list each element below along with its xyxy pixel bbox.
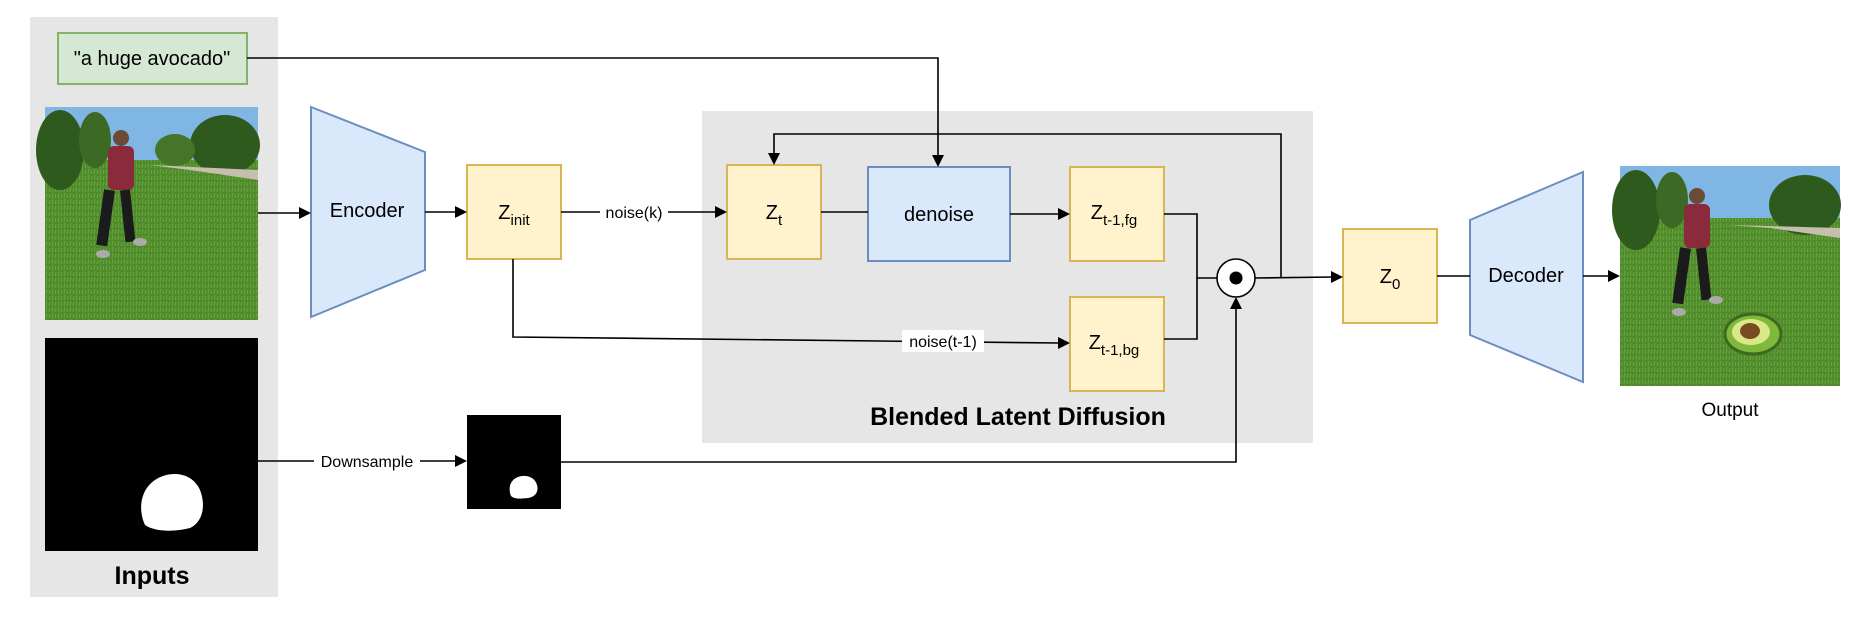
decoder-label: Decoder (1488, 265, 1564, 287)
prompt-box: "a huge avocado" (57, 32, 248, 85)
edge-zinit-zt-arrowhead (715, 206, 727, 218)
zt1bg-sub: t-1,bg (1101, 342, 1139, 359)
edge-encoder-zinit-arrowhead (455, 206, 467, 218)
bld-title: Blended Latent Diffusion (870, 403, 1166, 431)
input-mask (45, 338, 258, 551)
denoise-box: denoise (867, 166, 1011, 262)
edge-bg-blend (1164, 278, 1198, 340)
edge-mask-blend (561, 307, 1237, 463)
z0-sub: 0 (1392, 276, 1400, 293)
denoise-label: denoise (904, 204, 974, 226)
zt1fg-sub: t-1,fg (1103, 212, 1137, 229)
z0-base: Z (1380, 266, 1392, 288)
edge-denoise-zt1fg-arrowhead (1058, 208, 1070, 220)
downsample-label-bg (314, 450, 420, 472)
output-photo (1612, 166, 1841, 386)
noise-k-label: noise(k) (606, 205, 663, 222)
edge-zinit-zt1bg (512, 259, 1061, 344)
edge-blend-z0-arrowhead (1331, 271, 1343, 283)
decoder-block: Decoder (1469, 170, 1584, 384)
zinit-sub: init (511, 212, 531, 229)
zt1bg-base: Z (1089, 332, 1101, 354)
edge-decoder-output-arrowhead (1608, 270, 1620, 282)
edge-blend-z0 (1254, 276, 1334, 279)
downsample-label: Downsample (321, 454, 414, 471)
svg-text:Zinit: Zinit (498, 202, 530, 229)
noise-t1-label: noise(t-1) (909, 334, 977, 351)
edge-fg-blend (1164, 213, 1217, 279)
edge-prompt-denoise (247, 57, 939, 157)
noise-k-label-bg (600, 201, 668, 223)
zt-box: Zt (726, 164, 822, 260)
downsampled-mask (467, 415, 561, 509)
svg-text:Zt-1,bg: Zt-1,bg (1089, 332, 1140, 359)
edge-prompt-denoise-arrowhead (932, 155, 944, 167)
edge-mask-blend-arrowhead (1230, 297, 1242, 309)
encoder-label: Encoder (330, 200, 405, 222)
input-photo (36, 107, 260, 320)
noise-t1-label-bg (902, 330, 984, 352)
zt1fg-box: Zt-1,fg (1069, 166, 1165, 262)
prompt-text: "a huge avocado" (74, 48, 231, 70)
encoder-block: Encoder (310, 105, 426, 319)
edge-image-encoder-arrowhead (299, 207, 311, 219)
svg-text:Zt-1,fg: Zt-1,fg (1091, 202, 1137, 229)
edge-zinit-zt1bg-arrowhead (1058, 337, 1070, 349)
edge-feedback-loop-arrowhead (768, 153, 780, 165)
inputs-label: Inputs (115, 562, 190, 590)
edge-mask-downsample-arrowhead (455, 455, 467, 467)
zinit-base: Z (498, 202, 510, 224)
zt-sub: t (778, 212, 783, 229)
zt-base: Z (766, 202, 778, 224)
svg-text:Z0: Z0 (1380, 266, 1401, 293)
zt1bg-box: Zt-1,bg (1069, 296, 1165, 392)
z0-box: Z0 (1342, 228, 1438, 324)
zinit-box: Zinit (466, 164, 562, 260)
zt1fg-base: Z (1091, 202, 1103, 224)
svg-text:Zt: Zt (766, 202, 783, 229)
edge-feedback-loop (773, 133, 1282, 278)
output-label: Output (1701, 400, 1759, 421)
blend-operator-icon (1216, 258, 1256, 298)
